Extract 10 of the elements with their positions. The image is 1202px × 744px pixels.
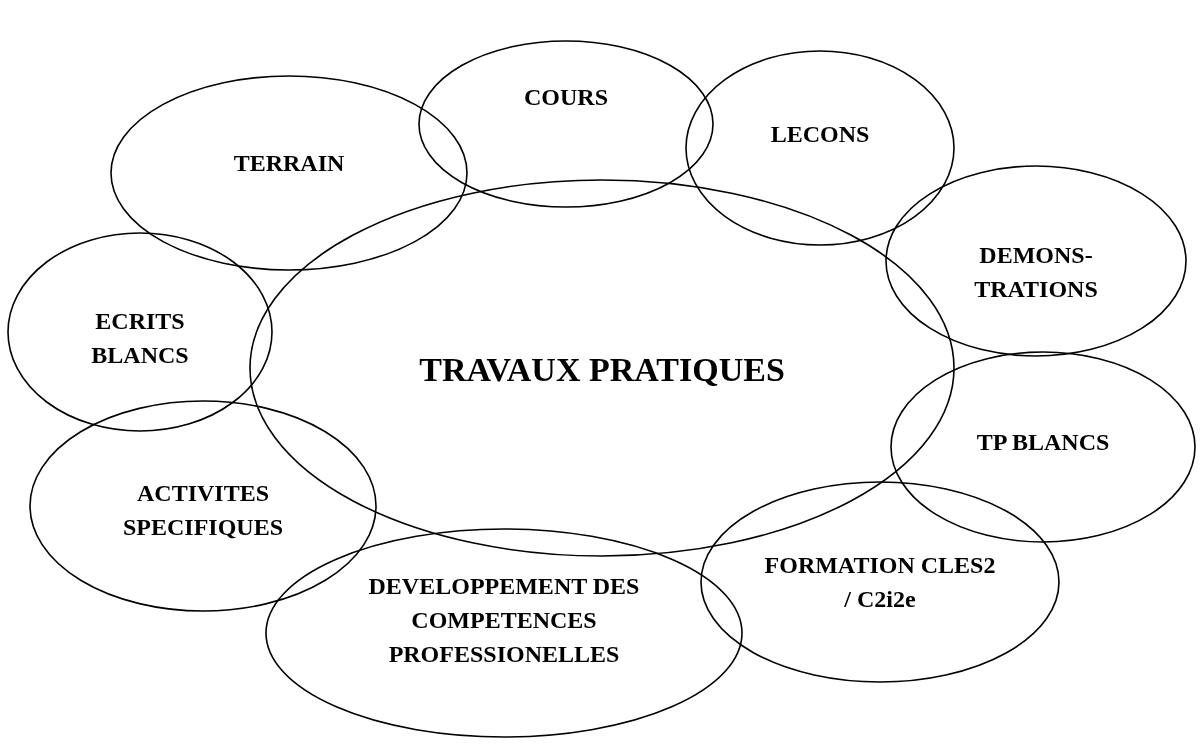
topic-label: COURS: [524, 83, 608, 112]
topic-label: LECONS: [770, 120, 870, 149]
topic-label: DEMONS- TRATIONS: [973, 241, 1099, 304]
topic-label: ECRITS BLANCS: [90, 307, 190, 370]
topic-label: ACTIVITES SPECIFIQUES: [121, 479, 284, 542]
topic-label: DEVELOPPEMENT DES COMPETENCES PROFESSIONELLES: [367, 572, 641, 669]
topic-label: TP BLANCS: [976, 428, 1110, 457]
central-title: TRAVAUX PRATIQUES: [419, 350, 785, 390]
topic-label: TERRAIN: [233, 149, 345, 178]
topic-label: FORMATION CLES2 / C2i2e: [763, 551, 997, 614]
